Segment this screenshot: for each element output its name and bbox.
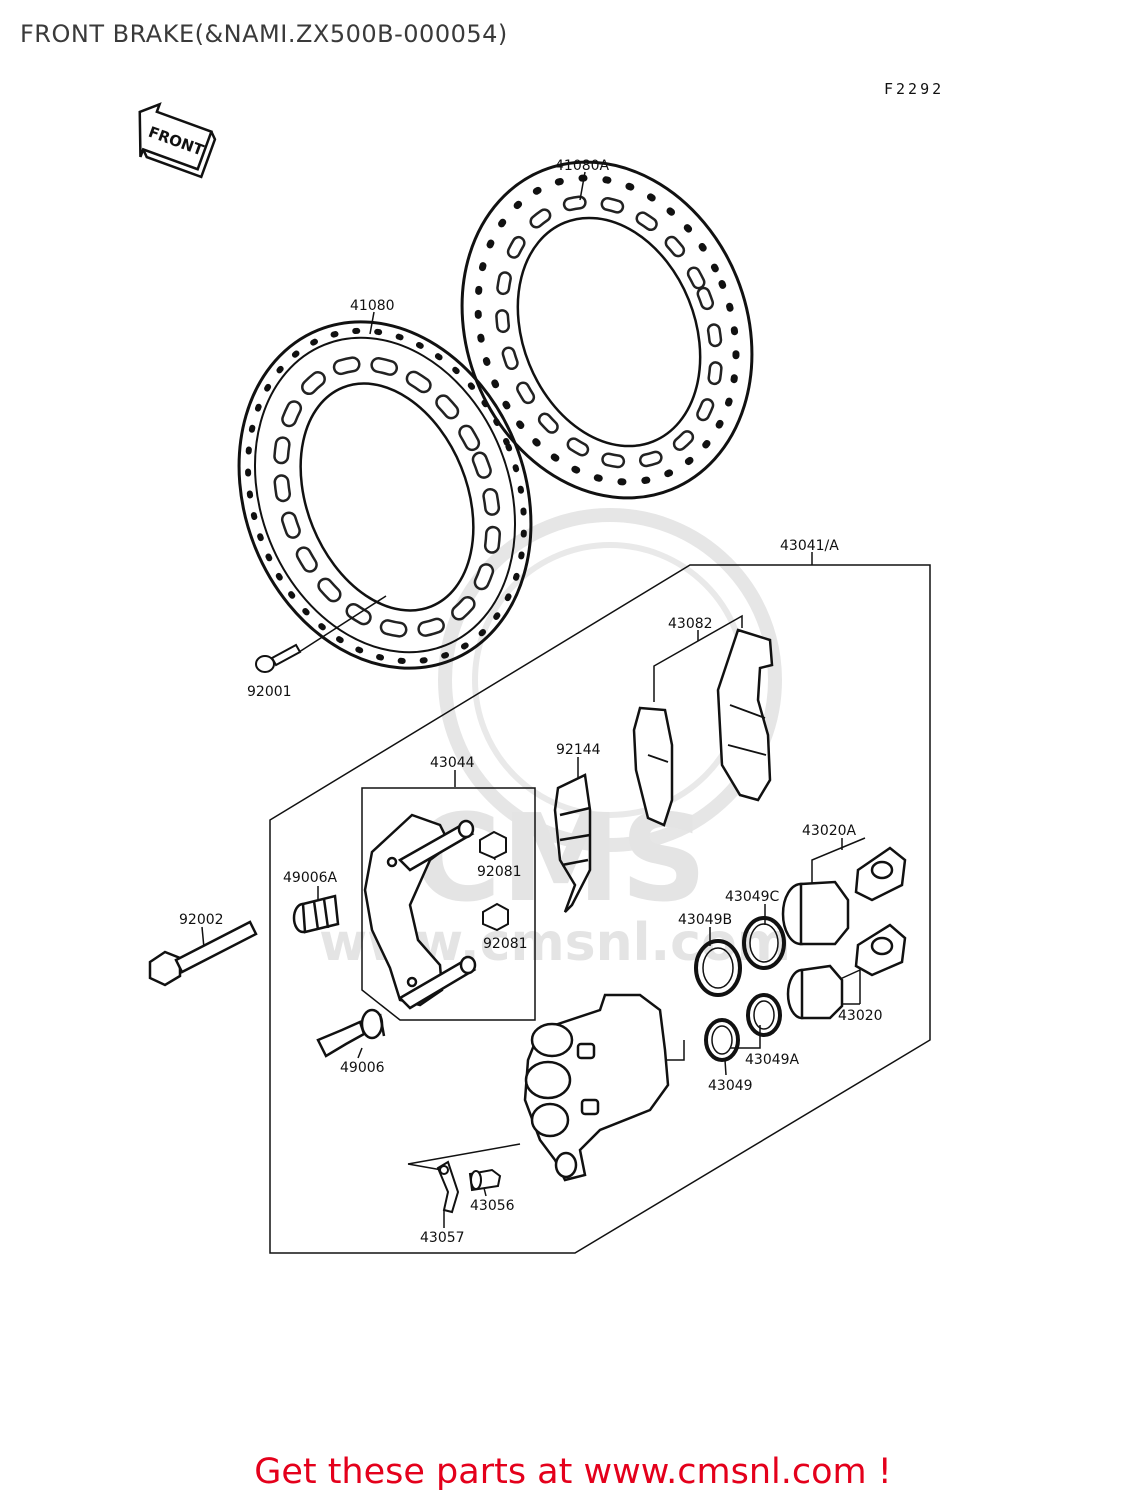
- brake-disc-41080: [237, 320, 533, 670]
- part-label-43020a: 43020A: [802, 823, 857, 839]
- caliper-assembly-box-43041a: [269, 564, 931, 1254]
- part-label-43020: 43020: [838, 1008, 883, 1024]
- seal-43049a: [746, 993, 782, 1037]
- part-label-43049: 43049: [708, 1078, 753, 1094]
- figure-code: F2292: [884, 80, 945, 98]
- part-labels: 41080A 41080 43041/A 43082 92001 92144 4…: [179, 158, 883, 1246]
- pad-spring-92144: [553, 773, 592, 913]
- front-direction-arrow: FRONT: [138, 102, 217, 179]
- part-label-43049c: 43049C: [725, 889, 780, 905]
- clip-92081: [479, 830, 509, 932]
- part-label-43049a: 43049A: [745, 1052, 800, 1068]
- part-label-41080: 41080: [350, 298, 395, 314]
- part-label-41080a: 41080A: [555, 158, 610, 174]
- part-label-43056: 43056: [470, 1198, 515, 1214]
- part-label-43049b: 43049B: [678, 912, 732, 928]
- part-label-92144: 92144: [556, 742, 601, 758]
- boot-49006a: [292, 894, 340, 934]
- part-label-49006: 49006: [340, 1060, 385, 1076]
- bleeder-valve-43056: [468, 1168, 502, 1192]
- bolt-92002: [148, 920, 258, 987]
- part-label-92001: 92001: [247, 684, 292, 700]
- piston-43020: [786, 964, 844, 1020]
- bleeder-cap-43057: [436, 1160, 460, 1214]
- piston-cap-43020a: [854, 846, 907, 902]
- caliper-body: [523, 993, 670, 1182]
- brake-pads-43082: [632, 628, 774, 827]
- part-label-43044: 43044: [430, 755, 475, 771]
- piston-cap-43020: [854, 923, 907, 977]
- part-label-92081a: 92081: [477, 864, 522, 880]
- brake-disc-41080a: [460, 160, 754, 500]
- slide-pin-49006: [316, 1008, 386, 1058]
- caliper-bracket-43044: [363, 813, 477, 1010]
- part-label-92081b: 92081: [483, 936, 528, 952]
- footer-promo-link[interactable]: Get these parts at www.cmsnl.com !: [254, 1452, 892, 1492]
- part-label-49006a: 49006A: [283, 870, 338, 886]
- seal-43049c: [742, 916, 786, 970]
- seal-43049b: [694, 939, 742, 997]
- page-title: FRONT BRAKE(&NAMI.ZX500B-000054): [20, 20, 508, 48]
- bolt-92001: [255, 643, 302, 673]
- part-label-43057: 43057: [420, 1230, 465, 1246]
- part-label-43041a: 43041/A: [780, 538, 839, 554]
- seal-43049: [704, 1018, 740, 1062]
- part-label-92002: 92002: [179, 912, 224, 928]
- part-label-43082: 43082: [668, 616, 713, 632]
- pad-set-box-43044: [361, 787, 536, 1021]
- piston-43020a: [781, 880, 850, 946]
